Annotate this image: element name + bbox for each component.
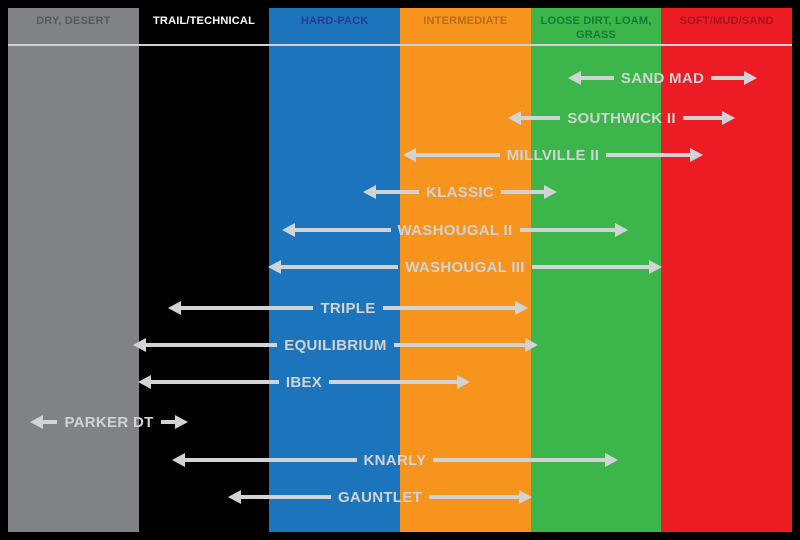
arrow-line <box>606 153 691 157</box>
tire-range-arrow: EQUILIBRIUM <box>133 334 538 356</box>
arrow-right-icon <box>744 71 758 85</box>
tire-range-arrow: TRIPLE <box>168 297 529 319</box>
tire-range-arrow: KLASSIC <box>363 181 557 203</box>
tire-name-label: TRIPLE <box>320 299 376 317</box>
tire-name-label: IBEX <box>285 373 323 391</box>
arrow-left-icon <box>268 260 281 274</box>
tire-name-label: PARKER DT <box>64 413 154 431</box>
tire-range-arrow: KNARLY <box>172 449 619 471</box>
arrow-right-icon <box>722 111 735 125</box>
terrain-column-header: SOFT/MUD/SAND <box>679 15 774 27</box>
arrow-left-icon <box>133 338 146 352</box>
arrow-right-icon <box>615 223 628 237</box>
arrow-left-icon <box>508 111 521 125</box>
arrow-line <box>382 306 516 310</box>
arrow-line <box>241 495 331 499</box>
terrain-column-header: DRY, DESERT <box>36 15 111 27</box>
arrow-right-icon <box>544 185 557 199</box>
arrow-line <box>416 153 500 157</box>
arrow-right-icon <box>175 415 188 429</box>
terrain-column-header: HARD-PACK <box>300 15 369 27</box>
arrow-line <box>500 190 544 194</box>
arrow-line <box>393 343 525 347</box>
arrow-line <box>521 116 561 120</box>
tire-range-arrow: WASHOUGAL II <box>282 219 628 241</box>
arrow-left-icon <box>568 71 581 85</box>
arrow-left-icon <box>138 375 151 389</box>
tire-name-label: MILLVILLE II <box>506 146 600 164</box>
arrow-right-icon <box>525 338 538 352</box>
arrow-line <box>433 458 606 462</box>
terrain-column: INTERMEDIATE <box>400 8 531 532</box>
tire-name-label: KNARLY <box>363 451 427 469</box>
arrow-right-icon <box>690 148 704 162</box>
arrow-left-icon <box>168 301 181 315</box>
arrow-left-icon <box>282 223 295 237</box>
terrain-columns: DRY, DESERT TRAIL/TECHNICAL HARD-PACK INTER… <box>8 8 793 532</box>
header-separator-line <box>8 44 792 46</box>
tire-range-arrow: IBEX <box>138 371 470 393</box>
tire-range-arrow: WASHOUGAL III <box>268 256 662 278</box>
arrow-left-icon <box>228 490 241 504</box>
arrow-line <box>429 495 519 499</box>
arrow-line <box>682 116 722 120</box>
tire-name-label: KLASSIC <box>426 183 494 201</box>
arrow-line <box>146 343 278 347</box>
arrow-line <box>185 458 357 462</box>
tire-name-label: WASHOUGAL II <box>397 221 513 239</box>
arrow-line <box>711 76 745 80</box>
arrow-line <box>531 265 649 269</box>
tire-name-label: SAND MAD <box>620 69 705 87</box>
tire-range-arrow: PARKER DT <box>30 411 188 433</box>
arrow-line <box>151 380 279 384</box>
tire-name-label: EQUILIBRIUM <box>284 336 387 354</box>
arrow-right-icon <box>649 260 662 274</box>
tire-range-arrow: MILLVILLE II <box>403 144 704 166</box>
terrain-column: DRY, DESERT <box>8 8 139 532</box>
arrow-left-icon <box>363 185 376 199</box>
tire-name-label: GAUNTLET <box>337 488 423 506</box>
arrow-line <box>43 420 58 424</box>
arrow-line <box>376 190 420 194</box>
terrain-column-header: TRAIL/TECHNICAL <box>153 15 255 27</box>
terrain-column: SOFT/MUD/SAND <box>661 8 793 532</box>
terrain-column-header: LOOSE DIRT, LOAM, GRASS <box>540 15 652 41</box>
arrow-line <box>295 228 391 232</box>
arrow-left-icon <box>30 415 43 429</box>
arrow-right-icon <box>605 453 619 467</box>
arrow-right-icon <box>519 490 532 504</box>
terrain-column: LOOSE DIRT, LOAM, GRASS <box>530 8 662 532</box>
arrow-right-icon <box>515 301 529 315</box>
tire-name-label: WASHOUGAL III <box>405 258 525 276</box>
tire-range-arrow: SOUTHWICK II <box>508 107 735 129</box>
tire-name-label: SOUTHWICK II <box>567 109 676 127</box>
arrow-line <box>329 380 457 384</box>
arrow-left-icon <box>403 148 416 162</box>
tire-range-arrow: GAUNTLET <box>228 486 532 508</box>
tire-range-arrow: SAND MAD <box>568 67 758 89</box>
arrow-line <box>160 420 175 424</box>
arrow-line <box>281 265 399 269</box>
terrain-column-header: INTERMEDIATE <box>423 15 508 27</box>
arrow-line <box>519 228 615 232</box>
arrow-line <box>581 76 614 80</box>
arrow-left-icon <box>172 453 185 467</box>
terrain-column: TRAIL/TECHNICAL <box>138 8 270 532</box>
arrow-line <box>181 306 314 310</box>
terrain-column: HARD-PACK <box>269 8 401 532</box>
arrow-right-icon <box>457 375 470 389</box>
